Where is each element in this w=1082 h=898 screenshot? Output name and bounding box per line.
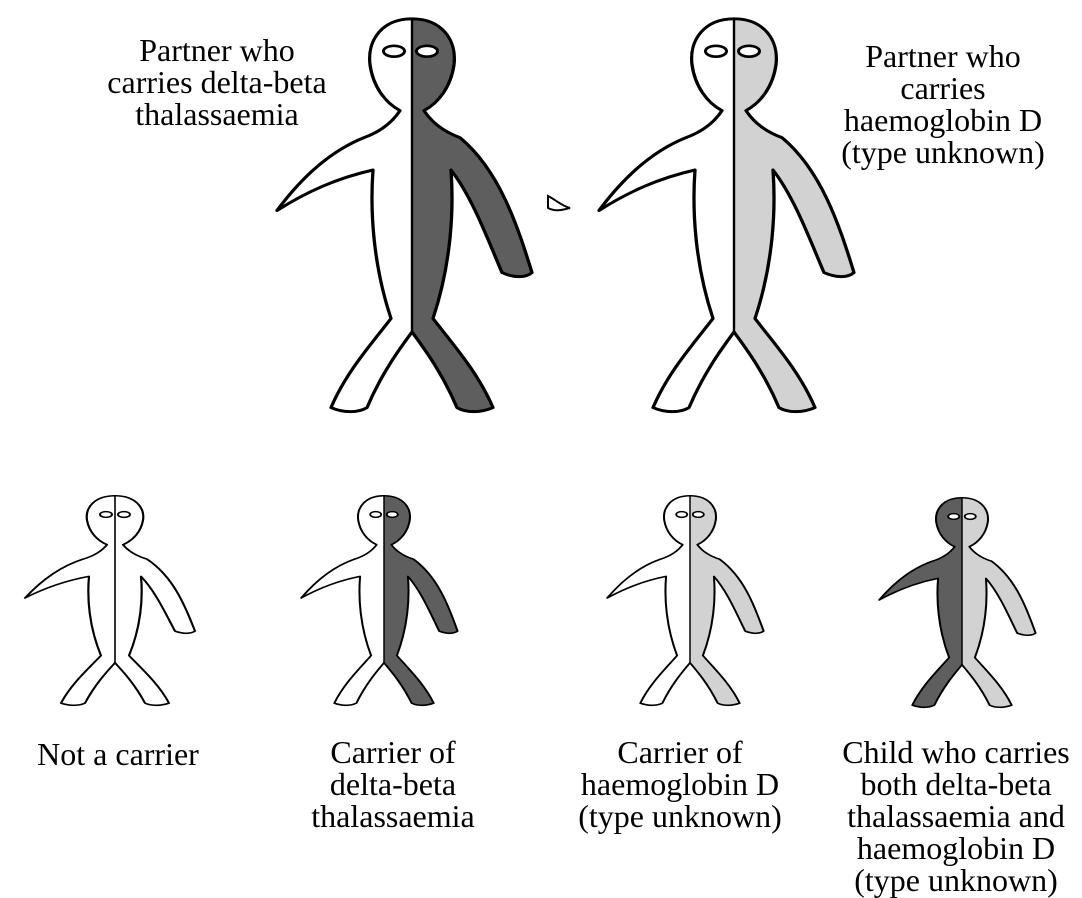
label-line: thalassaemia — [278, 800, 508, 832]
label-line: Carrier of — [560, 736, 800, 768]
eye-icon — [118, 512, 130, 518]
label-line: haemoglobin D — [560, 768, 800, 800]
parent-right-figure — [599, 19, 854, 412]
child-label-2: Carrier of delta-beta thalassaemia — [278, 736, 508, 832]
parent-left-label: Partner who carries delta-beta thalassae… — [94, 34, 340, 130]
child-label-4: Child who carries both delta-beta thalas… — [836, 736, 1076, 896]
eye-icon — [387, 512, 398, 518]
eye-icon — [384, 46, 405, 57]
eye-icon — [706, 46, 727, 57]
label-line: Carrier of — [278, 736, 508, 768]
label-line: thalassaemia and — [836, 800, 1076, 832]
parent-right-label: Partner who carries haemoglobin D (type … — [820, 40, 1066, 168]
label-line: delta-beta — [278, 768, 508, 800]
label-line: Partner who — [820, 40, 1066, 72]
label-line: (type unknown) — [820, 136, 1066, 168]
label-line: haemoglobin D — [820, 104, 1066, 136]
label-line: Child who carries — [836, 736, 1076, 768]
eye-icon — [693, 512, 704, 518]
label-line: haemoglobin D — [836, 832, 1076, 864]
label-line: both delta-beta — [836, 768, 1076, 800]
child-figure-4 — [879, 498, 1035, 708]
child-label-3: Carrier of haemoglobin D (type unknown) — [560, 736, 800, 832]
label-line: Partner who — [94, 34, 340, 66]
eye-icon — [676, 512, 687, 518]
label-line: (type unknown) — [560, 800, 800, 832]
child-figure-3 — [607, 496, 763, 706]
label-line: thalassaemia — [94, 98, 340, 130]
label-line: Not a carrier — [6, 738, 230, 770]
child-figure-2 — [301, 496, 457, 706]
eye-icon — [370, 512, 381, 518]
eye-icon — [948, 514, 959, 520]
child-label-1: Not a carrier — [6, 738, 230, 770]
eye-icon — [739, 46, 760, 57]
label-line: (type unknown) — [836, 864, 1076, 896]
eye-icon — [965, 514, 976, 520]
eye-icon — [417, 46, 438, 57]
eye-icon — [100, 512, 112, 518]
child-figure-1 — [25, 496, 195, 706]
joined-hands — [548, 196, 570, 210]
label-line: carries delta-beta — [94, 66, 340, 98]
label-line: carries — [820, 72, 1066, 104]
